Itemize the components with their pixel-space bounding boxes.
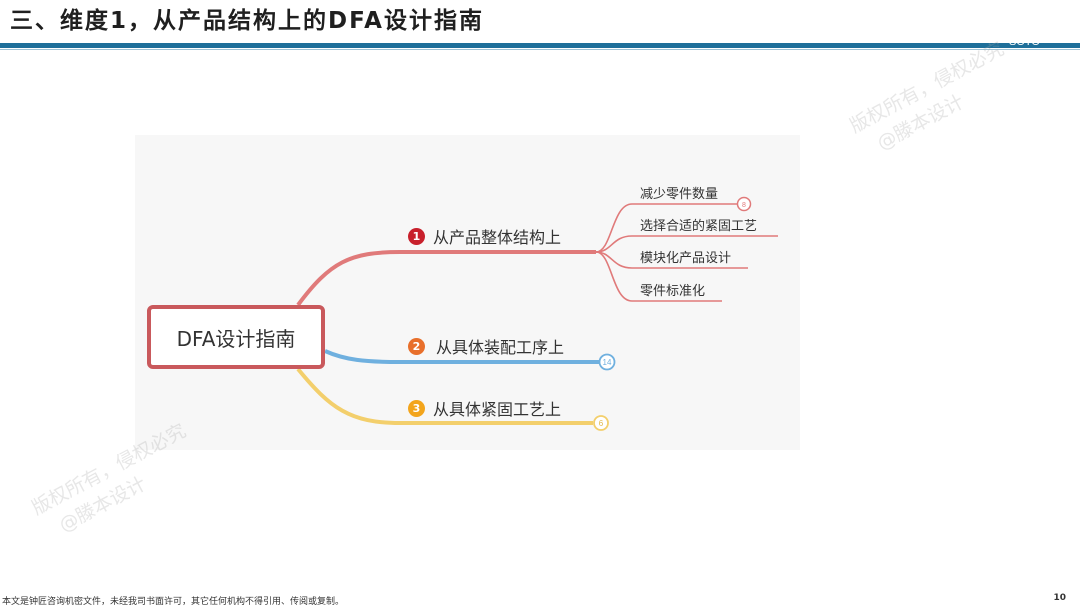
collapse-badge-branch-2 (598, 353, 616, 371)
root-node-label: DFA设计指南 (176, 326, 296, 351)
collapse-count-3: 6 (599, 419, 604, 428)
corner-logo-text: SOTO (1009, 36, 1040, 48)
collapse-count-2: 14 (603, 358, 612, 367)
mindmap-root-node[interactable]: DFA设计指南 (147, 305, 325, 369)
collapse-count-1: 8 (742, 202, 746, 209)
branch-node-2[interactable]: 2 从具体装配工序上 (408, 334, 564, 358)
connector-branch-2 (324, 349, 600, 364)
page-number: 10 (1053, 593, 1066, 603)
branch-number-badge-1: 1 (408, 227, 425, 245)
mindmap-canvas (135, 135, 800, 450)
leaf-node-1[interactable]: 减少零件数量 (640, 187, 719, 202)
branch-node-1[interactable]: 1 从产品整体结构上 (408, 224, 561, 248)
branch-label-2: 从具体装配工序上 (436, 338, 565, 357)
connector-leaf-4 (595, 251, 722, 302)
branch-node-3[interactable]: 3 从具体紧固工艺上 (408, 396, 561, 420)
branch-label-3: 从具体紧固工艺上 (433, 400, 562, 419)
branch-label-1: 从产品整体结构上 (433, 228, 562, 247)
branch-number-badge-3: 3 (408, 399, 425, 417)
connector-leaf-2 (595, 235, 778, 253)
leaf-node-3[interactable]: 模块化产品设计 (640, 251, 732, 266)
title-divider (0, 43, 1080, 48)
branch-number-badge-2: 2 (408, 337, 425, 355)
leaf-node-2[interactable]: 选择合适的紧固工艺 (640, 219, 758, 234)
connector-leaf-1 (595, 203, 740, 253)
slide-title: 三、维度1，从产品结构上的DFA设计指南 (10, 8, 484, 34)
collapse-badge-branch-3 (593, 415, 609, 431)
connector-branch-1 (296, 250, 596, 307)
collapse-badge-branch-1 (736, 196, 752, 212)
title-divider-thin (0, 49, 1080, 50)
confidentiality-note: 本文是钟匠咨询机密文件，未经我司书面许可，其它任何机构不得引用、传阅或复制。 (2, 597, 345, 607)
leaf-node-4[interactable]: 零件标准化 (640, 284, 706, 299)
connector-branch-3 (296, 367, 593, 425)
